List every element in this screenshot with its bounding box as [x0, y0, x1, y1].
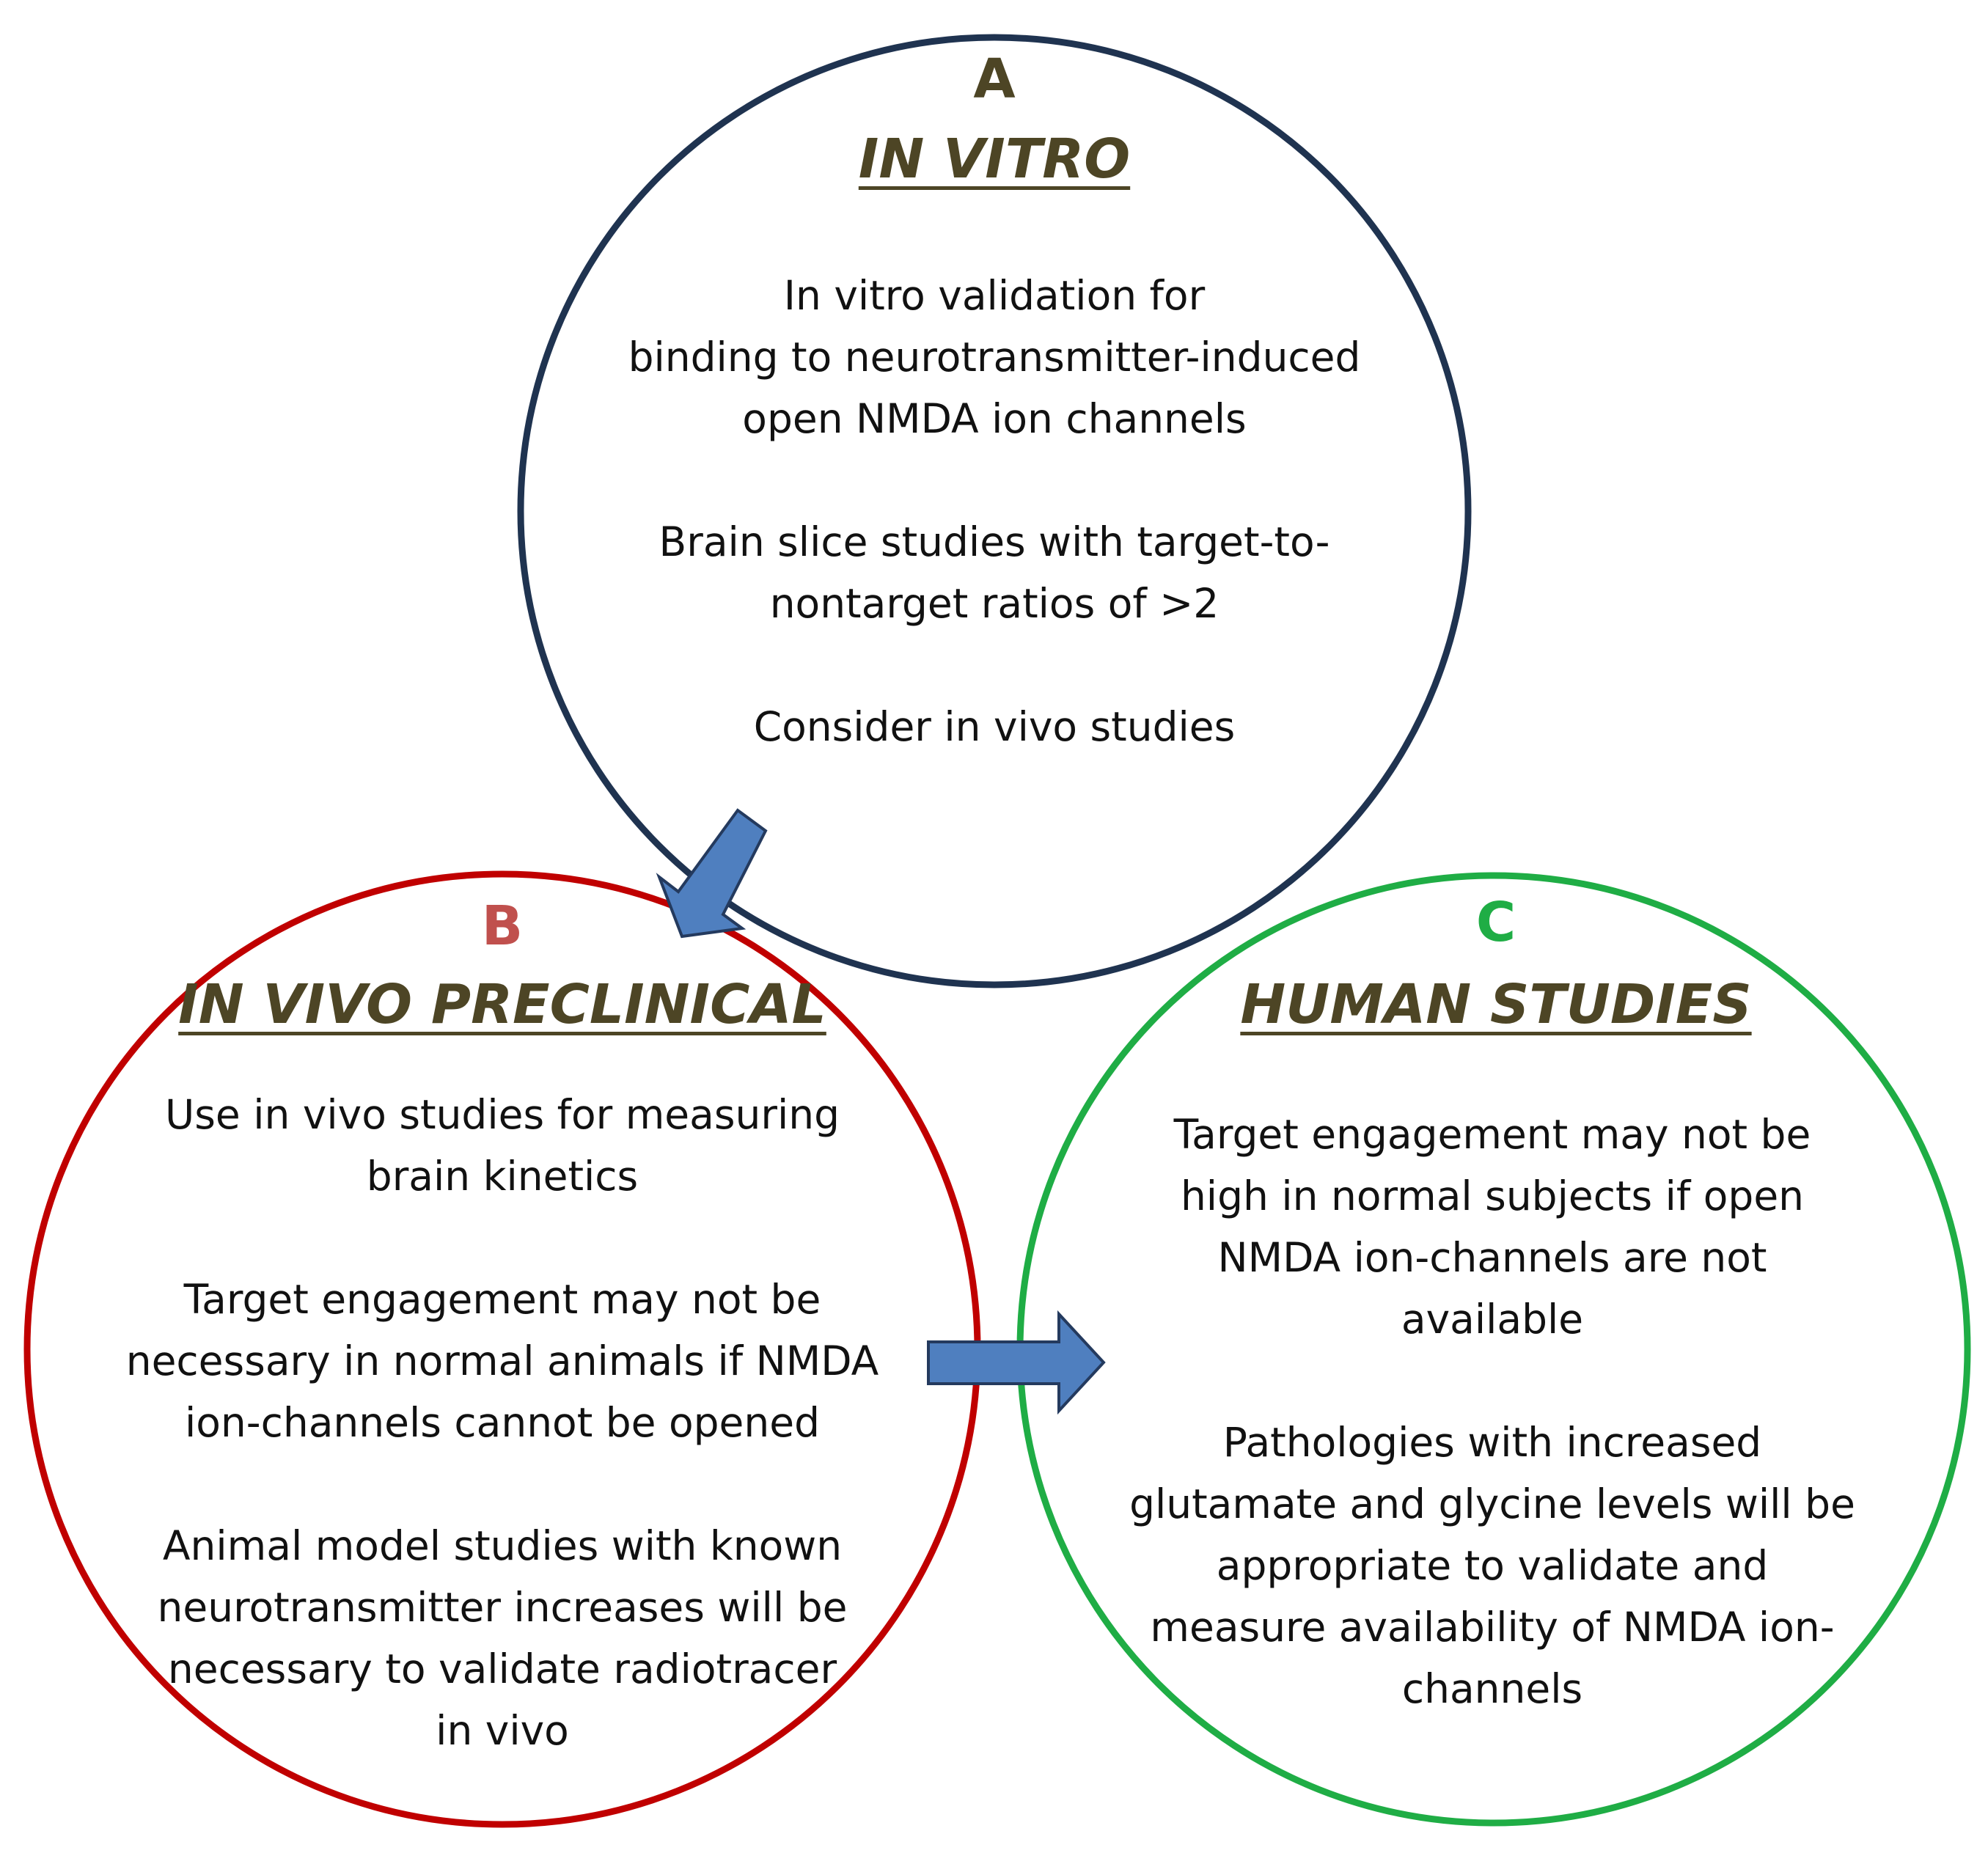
section-a-paragraph: Consider in vivo studies: [753, 703, 1236, 750]
section-c-body: Target engagement may not be high in nor…: [1074, 1104, 1910, 1720]
circle-in-vitro: [517, 34, 1472, 988]
section-c-title: HUMAN STUDIES: [1240, 973, 1752, 1036]
arrow-b-to-c: [927, 1310, 1106, 1415]
section-a-title: IN VITRO: [858, 128, 1131, 191]
section-b-body: Use in vivo studies for measuring brain …: [84, 1084, 920, 1761]
section-b-paragraph: Target engagement may not be necessary i…: [125, 1276, 879, 1446]
section-a-letter: A: [973, 48, 1016, 111]
section-c-letter: C: [1475, 891, 1516, 954]
section-b-paragraph: Animal model studies with known neurotra…: [157, 1522, 848, 1754]
section-c-paragraph: Target engagement may not be high in nor…: [1173, 1111, 1811, 1343]
section-a-paragraph: Brain slice studies with target-to- nont…: [659, 518, 1330, 627]
arrow-a-to-b: [656, 808, 768, 939]
section-b-title: IN VIVO PRECLINICAL: [178, 973, 826, 1036]
section-a-body: In vitro validation for binding to neuro…: [591, 265, 1398, 757]
section-b-letter: B: [481, 895, 524, 958]
section-c-paragraph: Pathologies with increased glutamate and…: [1129, 1419, 1855, 1712]
section-a-paragraph: In vitro validation for binding to neuro…: [628, 272, 1361, 442]
section-b-paragraph: Use in vivo studies for measuring brain …: [164, 1091, 840, 1200]
